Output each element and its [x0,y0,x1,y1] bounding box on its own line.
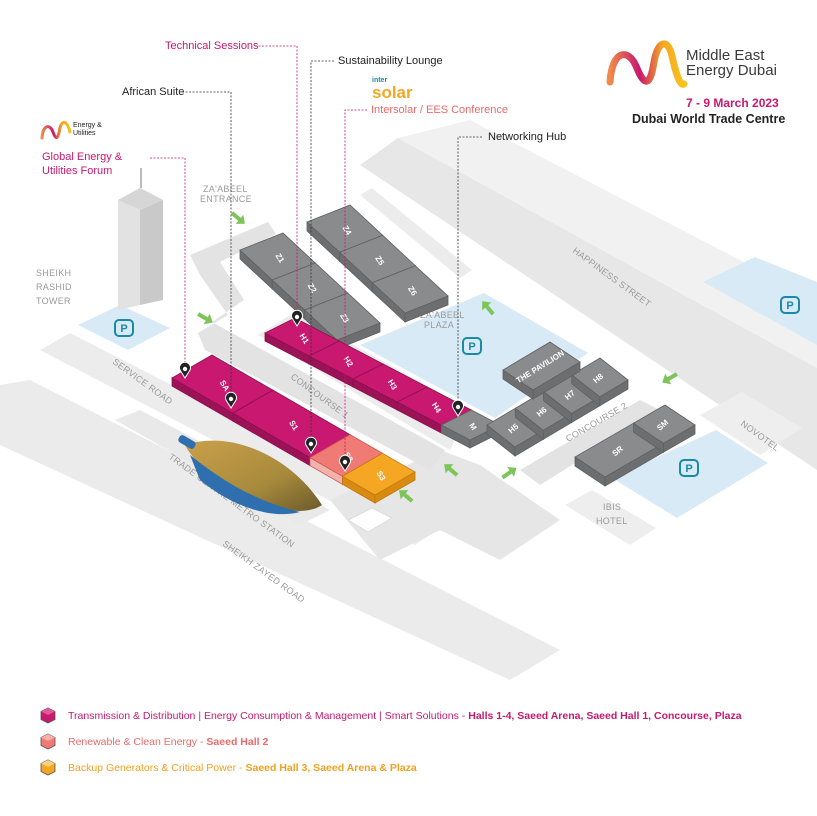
energy-utilities-logo-icon [40,121,72,140]
callout-technical-sessions[interactable]: Technical Sessions [165,40,259,52]
ibis-label: IBIS [603,502,621,512]
leader-technical-sessions [255,45,298,316]
leader-global-forum [150,157,186,368]
leader-networking-hub [457,136,482,406]
service-road [40,333,445,545]
arrow-icon [197,312,213,325]
parking-icon: P [679,459,699,477]
orange-cube-icon [40,759,56,776]
legend-item-renewable: Renewable & Clean Energy - Saeed Hall 2 [40,733,268,750]
legend-item-backup: Backup Generators & Critical Power - Sae… [40,759,417,776]
svg-text:P: P [685,463,692,475]
parking-icon: P [114,319,134,337]
brand-line-1: Middle East [686,47,765,64]
arrow-icon [230,211,245,224]
metro-station [178,435,322,515]
zaabeel-plaza-label-2: PLAZA [424,320,454,330]
callout-african-suite[interactable]: African Suite [122,86,185,98]
intersolar-logo: inter solar [372,76,413,102]
event-venue: Dubai World Trade Centre [632,112,786,126]
exhibition-halls: Z1Z2Z3Z4Z5Z6H1H2H3H4MSAS1S2S3H5H6H7H8THE… [171,204,696,504]
hall-z6 [371,265,449,314]
salmon-cube-icon [40,733,56,750]
pin-dot [308,441,314,447]
entrance-arrows [197,211,678,503]
ibis-label-2: HOTEL [596,516,628,526]
legend-location: Halls 1-4, Saeed Arena, Saeed Hall 1, Co… [468,709,742,722]
hall-sm [632,404,696,444]
zaabeel-entrance-label-2: ENTRANCE [200,194,252,204]
legend-location: Saeed Hall 3, Saeed Arena & Plaza [245,761,417,774]
upper-ground [398,120,817,368]
parking-icons: P P P P [114,296,800,477]
callout-sustainability-lounge[interactable]: Sustainability Lounge [338,55,443,67]
energy-utilities-logo-text: Energy & Utilities [73,122,102,137]
concourse-2-ground [520,400,660,485]
zaabeel-entrance-label: ZA'ABEEL [203,184,248,194]
hall-s3 [341,452,416,496]
arrow-icon [399,490,414,503]
global-forum-line-2: Utilities Forum [42,165,113,177]
hall-z3 [303,292,381,341]
novotel-block [700,392,802,455]
ibis-block [565,490,656,545]
svg-text:P: P [786,300,793,312]
arrow-icon [662,372,678,385]
zebra-crossing [346,507,394,533]
leader-intersolar [344,109,367,461]
parking-bottom-right [612,430,768,518]
tower-label-2: RASHID [36,282,72,292]
tower-label-1: SHEIKH [36,268,71,278]
pin-dot [455,404,461,410]
sheikh-rashid-tower [118,168,163,310]
callout-global-forum[interactable]: Global Energy & Utilities Forum [42,150,122,178]
arrow-icon [501,466,517,480]
callout-intersolar[interactable]: Intersolar / EES Conference [371,104,508,116]
callout-networking-hub[interactable]: Networking Hub [488,131,567,143]
arrow-icon [444,464,459,477]
happiness-street [360,138,817,470]
pin-dot [294,314,300,320]
brand-name: Middle East Energy Dubai [686,48,777,78]
arrow-icon [482,301,495,316]
parking-top-right [703,257,817,345]
hall-label-m: M [467,421,478,432]
legend-label: Backup Generators & Critical Power - [68,761,243,774]
mee-logo-icon [606,40,688,88]
tower-label-3: TOWER [36,296,71,306]
leader-african-suite [182,91,232,398]
event-dates: 7 - 9 March 2023 [686,96,779,110]
legend-label: Transmission & Distribution | Energy Con… [68,709,466,722]
leader-lines [150,45,482,461]
brand-dubai: Dubai [737,62,777,79]
hall-h8 [571,357,629,398]
legend-label: Renewable & Clean Energy - [68,735,204,748]
svg-text:P: P [468,341,475,353]
leader-sustainability-lounge [310,60,334,443]
intersolar-logo-inter: inter [372,77,388,84]
legend-location: Saeed Hall 2 [206,735,269,748]
hall-pav [502,341,581,391]
parking-left [78,305,170,350]
intersolar-logo-solar: solar [372,83,413,102]
pin-dot [228,396,234,402]
pink-cube-icon [40,707,56,724]
location-pins [179,309,464,472]
pin-dot [182,366,188,372]
zaabeel-road-strip [360,188,472,278]
parking-icon: P [780,296,800,314]
sheikh-zayed-road [0,380,560,680]
zaabeel-plaza-label: ZA'ABEEL [420,310,465,320]
legend-item-transmission: Transmission & Distribution | Energy Con… [40,707,742,724]
brand-energy: Energy [686,62,734,79]
global-forum-line-1: Global Energy & [42,151,123,163]
svg-text:P: P [120,323,127,335]
pin-dot [342,459,348,465]
concourse-1-ground [190,222,445,470]
parking-icon: P [462,337,482,355]
